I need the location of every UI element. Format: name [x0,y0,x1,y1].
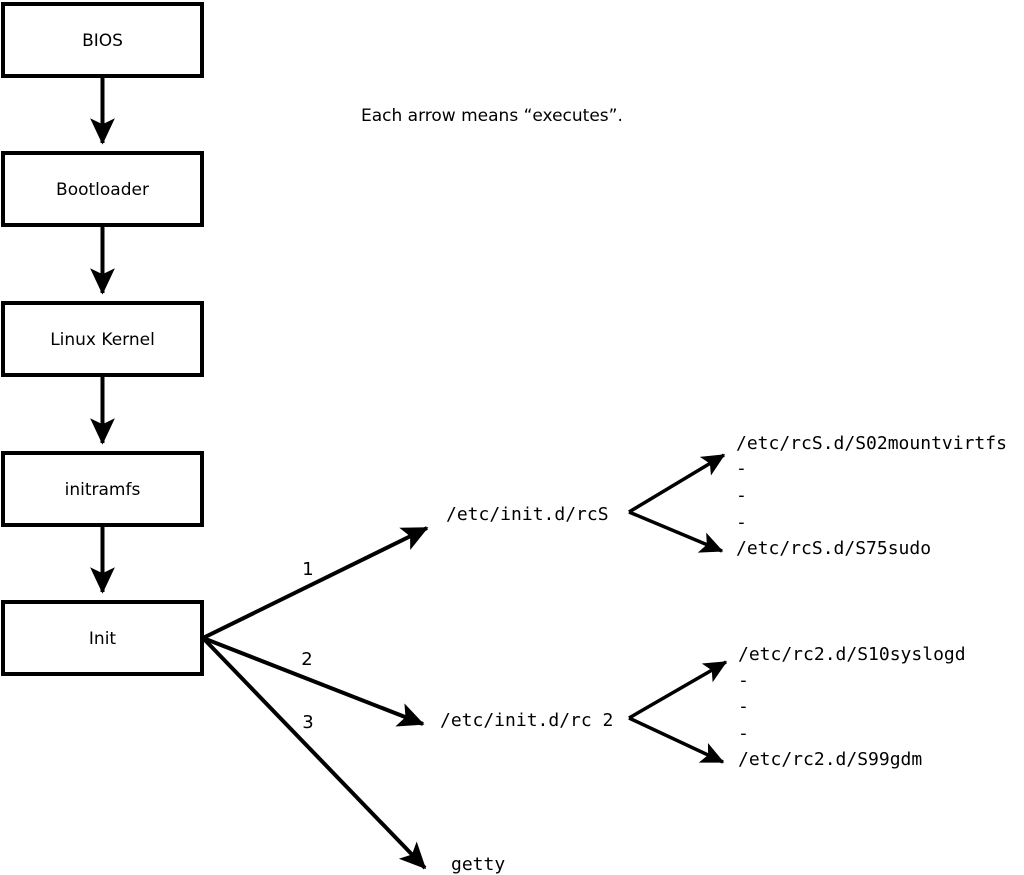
label-rc2-child-first: /etc/rc2.d/S10syslogd [738,644,966,665]
rc2-ellipsis-dash-3: - [738,723,749,744]
arrow-init-to-getty [201,636,427,870]
arrow-rc2-to-s10syslogd [628,660,728,720]
label-rcs-script: /etc/init.d/rcS [446,504,609,525]
box-linux-kernel[interactable]: Linux Kernel [1,301,204,377]
box-init-rect [1,600,204,676]
arrow-rcs-to-s75sudo [628,510,724,553]
label-rcs-child-first: /etc/rcS.d/S02mountvirtfs [736,433,1007,454]
box-initramfs-label: initramfs [65,480,141,500]
arrow-rcs-to-s02mountvirtfs [628,453,726,514]
box-linux-kernel-label: Linux Kernel [50,330,155,350]
box-linux-kernel-rect [1,301,204,377]
label-rc2-script: /etc/init.d/rc 2 [440,710,613,731]
edge-number-2: 2 [301,649,312,670]
edge-number-3: 3 [302,712,313,733]
rc2-ellipsis-dash-1: - [738,670,749,691]
legend-note: Each arrow means “executes”. [361,106,623,126]
label-rcs-child-last: /etc/rcS.d/S75sudo [736,538,931,559]
arrow-init-to-rcs [202,526,429,640]
box-init-label: Init [89,629,117,649]
arrow-rc2-to-s99gdm [628,716,725,764]
edge-number-1: 1 [302,559,313,580]
rc2-ellipsis-dash-2: - [738,696,749,717]
rcs-ellipsis-dash-2: - [736,485,747,506]
box-bios-rect [1,2,204,78]
label-rc2-child-last: /etc/rc2.d/S99gdm [738,749,922,770]
rcs-ellipsis-dash-3: - [736,512,747,533]
rcs-ellipsis-dash-1: - [736,458,747,479]
box-bootloader[interactable]: Bootloader [1,151,204,227]
arrow-init-to-rc2 [202,636,425,727]
box-bios-label: BIOS [82,31,123,51]
box-init[interactable]: Init [1,600,204,676]
label-getty-script: getty [451,854,505,875]
box-bootloader-rect [1,151,204,227]
box-bios[interactable]: BIOS [1,2,204,78]
box-initramfs[interactable]: initramfs [1,451,204,527]
box-bootloader-label: Bootloader [56,180,149,200]
